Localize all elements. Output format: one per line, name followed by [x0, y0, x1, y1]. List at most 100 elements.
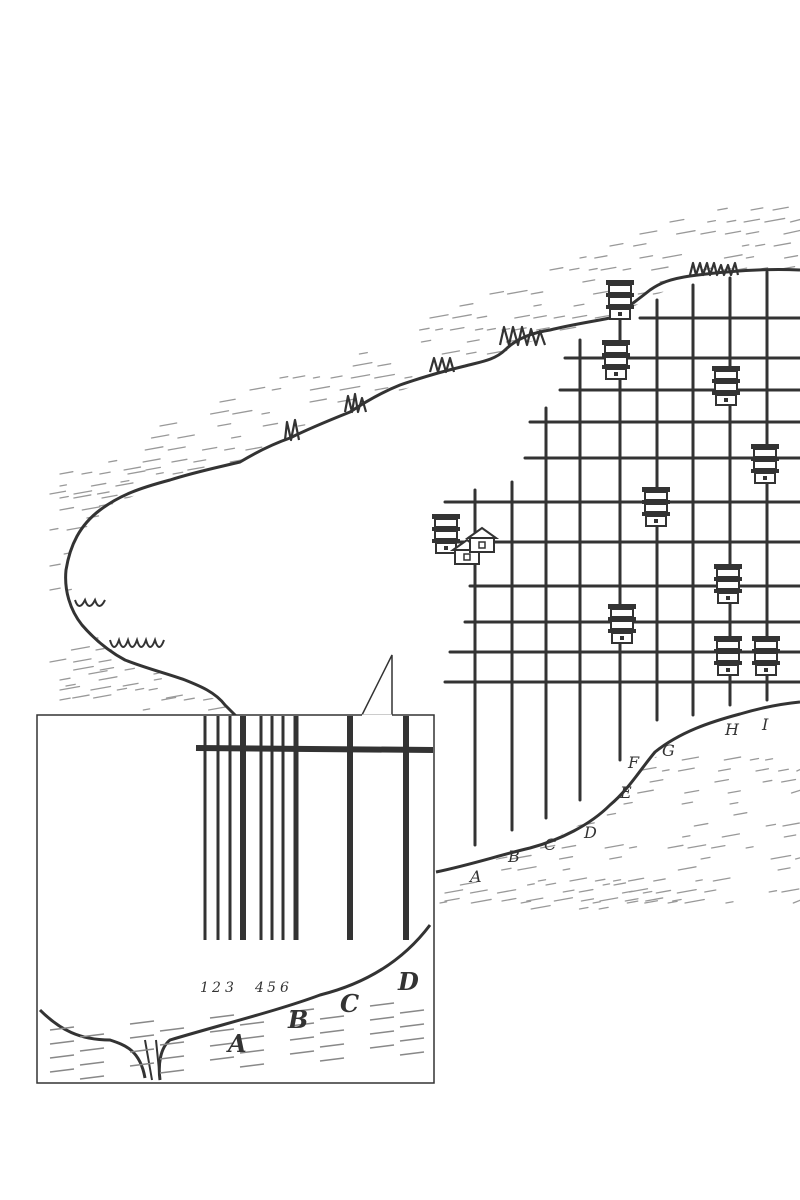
water-stroke [49, 527, 59, 531]
water-stroke [588, 267, 598, 271]
water-stroke [783, 229, 800, 235]
water-stroke [724, 230, 742, 235]
water-stroke [677, 866, 697, 871]
water-stroke [59, 685, 81, 691]
house-hitbox [753, 446, 777, 482]
water-stroke [794, 857, 800, 860]
water-stroke [655, 889, 672, 894]
water-stroke [167, 446, 186, 451]
water-stroke [183, 697, 195, 701]
inset-water-stroke [399, 1051, 425, 1056]
water-stroke [150, 434, 170, 439]
water-stroke [249, 386, 266, 391]
water-stroke [98, 659, 112, 663]
water-stroke [123, 466, 142, 471]
water-stroke [612, 879, 622, 882]
south-shoreline [435, 700, 800, 874]
inset-lot-number-4: 4 [254, 980, 264, 996]
water-stroke [765, 823, 777, 827]
water-stroke [714, 778, 729, 783]
water-stroke [474, 328, 484, 331]
water-stroke [695, 879, 703, 882]
water-stroke [772, 206, 789, 211]
water-stroke [755, 768, 770, 772]
inset-water-stroke [49, 1026, 75, 1031]
water-stroke [572, 314, 588, 319]
water-stroke [628, 846, 638, 849]
water-stroke [578, 888, 594, 893]
water-stroke [501, 897, 517, 902]
inset-water-stroke [209, 1056, 235, 1061]
inset-lot-number-6: 6 [280, 980, 289, 996]
water-stroke [49, 587, 61, 591]
water-stroke [279, 375, 289, 379]
water-stroke [90, 685, 112, 691]
water-stroke [420, 339, 432, 343]
water-stroke [207, 706, 227, 711]
water-stroke [466, 339, 480, 343]
water-stroke [73, 494, 92, 499]
water-stroke [81, 471, 93, 475]
water-stroke [501, 867, 512, 871]
water-stroke [553, 897, 574, 902]
water-stroke [710, 844, 726, 849]
water-stroke [144, 446, 164, 451]
water-stroke [99, 666, 115, 671]
water-stroke [59, 677, 71, 681]
water-stroke [486, 327, 497, 331]
water-stroke [533, 304, 542, 307]
water-stroke [449, 326, 465, 331]
water-stroke [599, 897, 619, 902]
water-stroke [764, 217, 786, 223]
water-stroke [704, 889, 717, 893]
water-stroke [209, 410, 230, 415]
inset-water-stroke [209, 1042, 235, 1047]
water-stroke [59, 697, 71, 701]
water-stroke [187, 466, 205, 471]
water-stroke [148, 687, 158, 691]
water-stroke [309, 398, 328, 403]
water-stroke [72, 658, 92, 663]
water-stroke [510, 854, 532, 860]
water-stroke [418, 327, 430, 331]
water-stroke [309, 385, 331, 391]
inset-street-label-a: A [226, 1029, 247, 1058]
water-stroke [444, 897, 460, 902]
water-stroke [59, 506, 75, 511]
water-stroke [73, 665, 94, 671]
water-stroke [95, 647, 105, 651]
water-stroke [59, 471, 74, 475]
water-stroke [549, 267, 564, 271]
water-stroke [142, 458, 161, 463]
water-stroke [727, 790, 741, 794]
water-stroke [101, 494, 118, 499]
water-stroke [177, 434, 195, 439]
shoreline-inlets [283, 261, 740, 442]
inset-water-stroke [129, 1062, 155, 1067]
water-stroke [684, 898, 705, 904]
water-stroke [573, 303, 585, 307]
water-stroke [684, 789, 700, 794]
water-stroke [108, 459, 118, 463]
water-stroke [606, 812, 617, 816]
water-stroke [352, 361, 373, 367]
inset-water-stroke [159, 1027, 185, 1032]
water-stroke [271, 387, 282, 391]
inset-lot-number-2: 2 [211, 980, 221, 996]
water-stroke [762, 779, 773, 783]
water-stroke [219, 398, 236, 403]
water-stroke [622, 267, 632, 271]
inset-water-stroke [129, 1048, 155, 1053]
water-stroke [404, 376, 413, 379]
water-stroke [339, 385, 361, 391]
water-stroke [476, 315, 488, 319]
water-stroke [193, 459, 207, 463]
water-stroke [569, 267, 580, 271]
water-stroke [642, 890, 653, 894]
water-stroke [90, 482, 107, 487]
house-hitbox [434, 516, 458, 552]
inset-water-stroke [319, 1057, 345, 1062]
inset-water-stroke [369, 1030, 395, 1035]
inset-water-stroke [369, 1002, 395, 1007]
